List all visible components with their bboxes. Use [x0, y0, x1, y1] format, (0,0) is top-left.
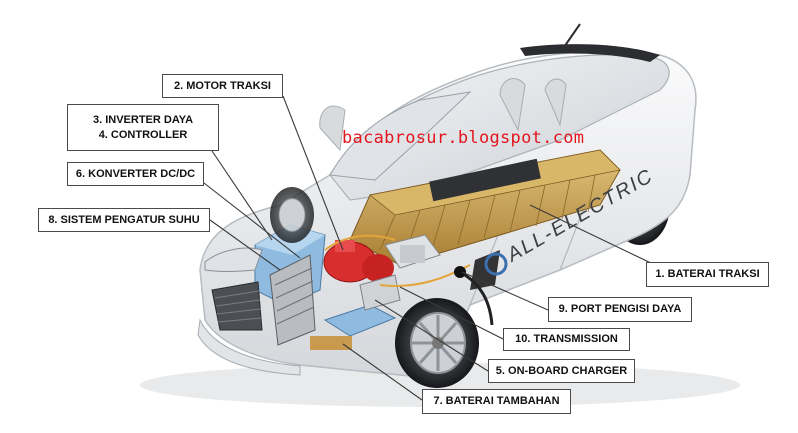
- label-inverter-controller: 3. INVERTER DAYA 4. CONTROLLER: [67, 104, 219, 151]
- seats: [319, 77, 567, 152]
- front-grille: [211, 281, 263, 331]
- label-transmission: 10. TRANSMISSION: [503, 328, 630, 351]
- leader-battery: [529, 204, 656, 266]
- leader-port: [461, 271, 549, 311]
- label-on-board-charger-text: 5. ON-BOARD CHARGER: [495, 364, 628, 377]
- front-left-wheel: [395, 298, 479, 388]
- leader-aux-battery: [342, 343, 423, 401]
- front-bumper: [197, 318, 301, 376]
- watermark-text: bacabrosur.blogspot.com: [342, 128, 585, 148]
- label-motor-traksi: 2. MOTOR TRAKSI: [162, 74, 283, 98]
- label-sistem-pengatur-suhu-text: 8. SISTEM PENGATUR SUHU: [48, 213, 200, 226]
- leader-dcdc: [203, 182, 301, 259]
- label-konverter-dcdc: 6. KONVERTER DC/DC: [67, 162, 204, 186]
- leader-inverter: [205, 141, 273, 241]
- leader-lines: [203, 95, 656, 401]
- label-inverter-daya-text: 3. INVERTER DAYA: [92, 113, 194, 126]
- leader-charger: [374, 299, 489, 372]
- label-port-pengisi-daya-text: 9. PORT PENGISI DAYA: [558, 303, 682, 315]
- label-controller-text: 4. CONTROLLER: [98, 128, 188, 141]
- antenna-line: [561, 23, 581, 51]
- grille-slats: [214, 290, 262, 323]
- traction-battery-pack: [349, 149, 621, 290]
- dcdc-converter: [384, 234, 441, 269]
- label-on-board-charger: 5. ON-BOARD CHARGER: [488, 359, 635, 383]
- headlight: [204, 247, 263, 272]
- leader-transmission: [399, 286, 504, 340]
- auxiliary-battery: [310, 304, 397, 350]
- label-baterai-traksi-text: 1. BATERAI TRAKSI: [655, 268, 760, 280]
- label-baterai-tambahan-text: 7. BATERAI TAMBAHAN: [433, 395, 560, 407]
- label-baterai-traksi: 1. BATERAI TRAKSI: [646, 262, 769, 287]
- label-baterai-tambahan: 7. BATERAI TAMBAHAN: [422, 389, 571, 414]
- roof-strip: [520, 44, 660, 62]
- leader-cooling: [209, 219, 281, 271]
- onboard-charger: [359, 274, 401, 311]
- front-radiator: [269, 254, 316, 346]
- front-right-wheel: [270, 187, 314, 243]
- label-port-pengisi-daya: 9. PORT PENGISI DAYA: [548, 297, 692, 322]
- leader-motor: [282, 95, 344, 251]
- windshield: [329, 91, 472, 181]
- side-logo-ring: [484, 252, 508, 276]
- charge-port: [454, 266, 494, 326]
- label-sistem-pengatur-suhu: 8. SISTEM PENGATUR SUHU: [38, 208, 210, 232]
- label-transmission-text: 10. TRANSMISSION: [515, 333, 618, 345]
- label-motor-traksi-text: 2. MOTOR TRAKSI: [174, 79, 271, 92]
- label-konverter-dcdc-text: 6. KONVERTER DC/DC: [75, 167, 196, 180]
